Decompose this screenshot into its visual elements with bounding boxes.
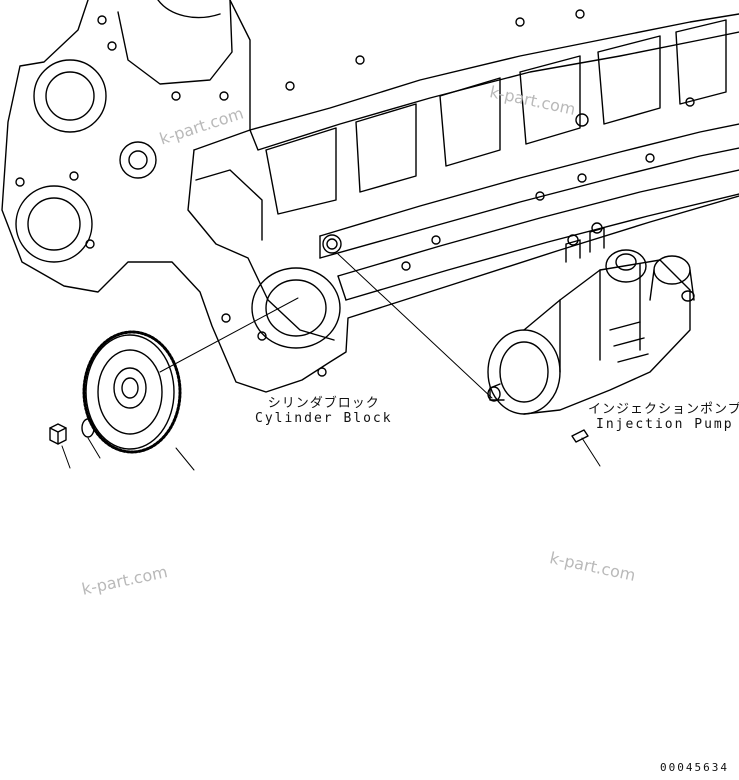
injection-pump-label-en: Injection Pump [596, 417, 734, 432]
injection-pump-label-jp: インジェクションポンプ [588, 402, 739, 417]
injection-pump-label: インジェクションポンプ Injection Pump [588, 402, 739, 432]
cylinder-block [1, 0, 739, 393]
cylinder-block-label: シリンダブロック Cylinder Block [255, 396, 393, 426]
injection-pump [487, 222, 695, 443]
drawing-code: 00045634 [660, 761, 729, 774]
leader-lines [61, 253, 601, 471]
cylinder-block-label-en: Cylinder Block [255, 411, 393, 426]
cylinder-block-label-jp: シリンダブロック [267, 396, 380, 411]
drive-gear [82, 330, 182, 454]
gear-washer [81, 418, 95, 438]
gear-nut [49, 423, 67, 445]
